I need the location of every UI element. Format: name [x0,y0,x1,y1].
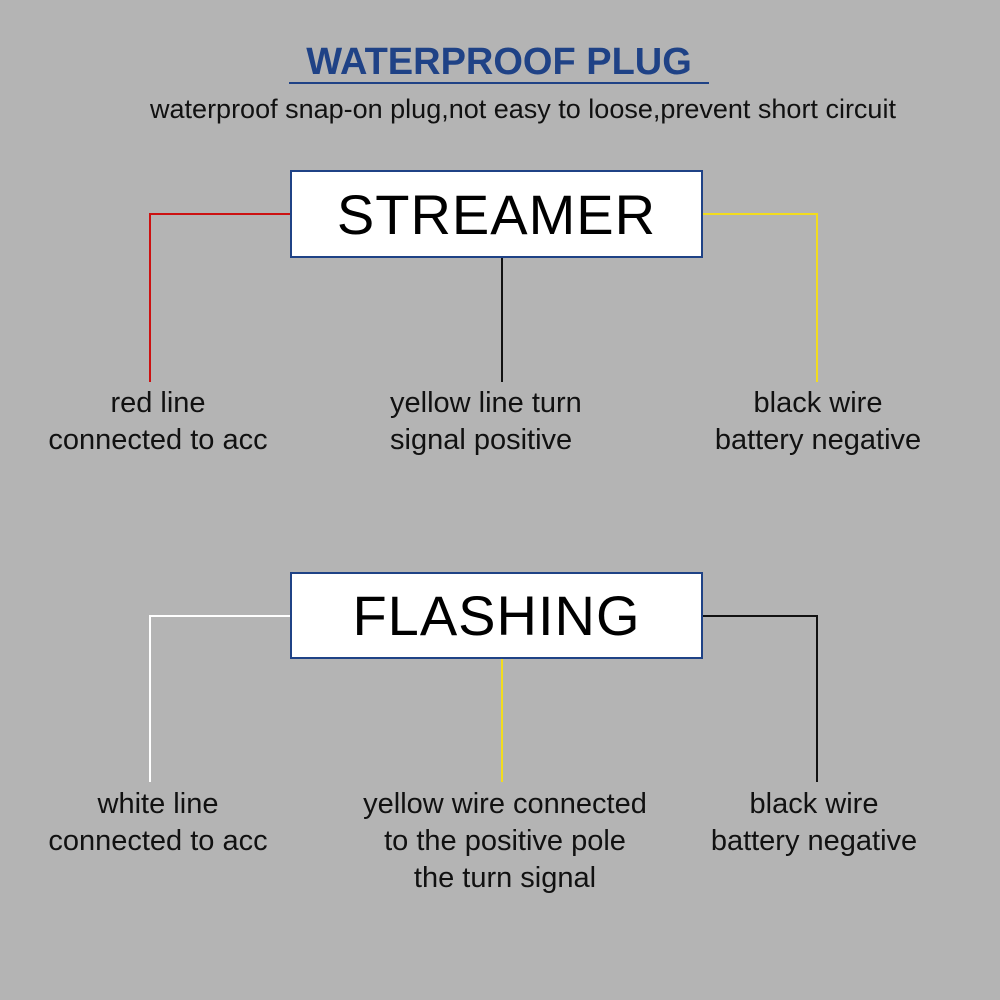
flashing-box-label: FLASHING [352,584,641,647]
flashing-white-wire [149,615,290,782]
title-underline [289,82,709,84]
flashing-black-wire [703,615,818,782]
streamer-red-wire [149,213,290,382]
streamer-center-label: yellow line turn signal positive [390,387,582,456]
streamer-yellow-wire [703,213,818,382]
streamer-right-label: black wire battery negative [714,387,922,456]
page-subtitle: waterproof snap-on plug,not easy to loos… [150,94,896,124]
flashing-center-label: yellow wire connected to the positive po… [363,788,647,894]
streamer-left-label: red line connected to acc [48,387,268,456]
flashing-left-label: white line connected to acc [48,788,268,857]
streamer-box-label: STREAMER [336,182,657,246]
flashing-box: FLASHING [290,572,703,659]
streamer-box: STREAMER [290,170,703,258]
page-title: WATERPROOF PLUG [306,41,692,83]
flashing-right-label: black wire battery negative [710,788,918,857]
